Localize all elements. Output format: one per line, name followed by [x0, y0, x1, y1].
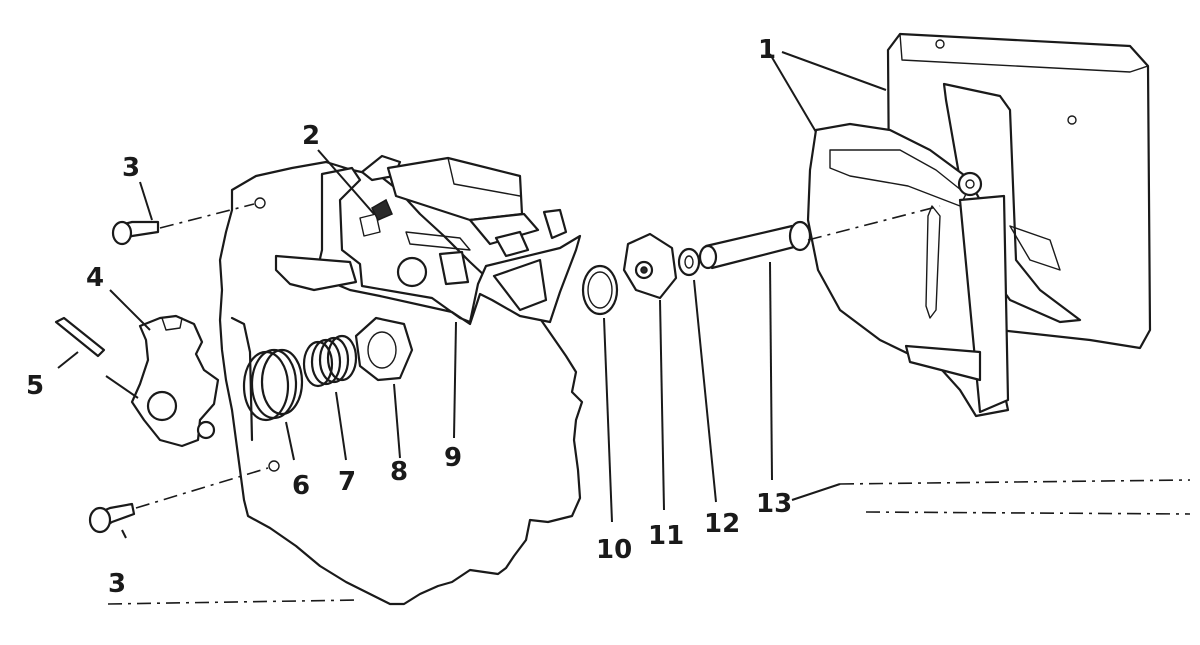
part-label-11: 11 [648, 521, 684, 551]
part-label-9: 9 [444, 443, 462, 473]
shaft-part-13 [698, 220, 812, 270]
spring-part-6 [230, 316, 304, 442]
washer-part-12 [677, 247, 701, 277]
cam-plate-part-11 [622, 232, 678, 300]
spring-part-7 [302, 334, 358, 388]
part-label-4: 4 [86, 263, 104, 293]
latch-housing-part-9 [274, 154, 582, 326]
part-label-13: 13 [756, 489, 792, 519]
part-label-12: 12 [704, 509, 740, 539]
assembly-centerlines [107, 203, 1191, 605]
part-label-8: 8 [390, 457, 408, 487]
part-label-5: 5 [26, 371, 44, 401]
screw-part-3-lower [88, 502, 136, 534]
screw-part-3-upper [111, 220, 160, 246]
part-label-7: 7 [338, 467, 356, 497]
latch-lever-part-4 [130, 314, 220, 448]
ring-part-10 [581, 264, 619, 316]
part-label-10: 10 [596, 535, 632, 565]
part-label-6: 6 [292, 471, 310, 501]
pin-part-5 [54, 316, 106, 358]
leader-lines [57, 51, 887, 539]
part-label-2: 2 [302, 121, 320, 151]
part-label-1: 1 [758, 35, 776, 65]
frame-cover-part-1 [806, 32, 1152, 418]
part-label-3-upper: 3 [122, 153, 140, 183]
nut-part-8 [354, 316, 414, 382]
part-label-3-lower: 3 [108, 569, 126, 599]
part-labels: 1 2 3 3 4 5 6 7 8 9 10 11 12 13 [26, 35, 792, 599]
